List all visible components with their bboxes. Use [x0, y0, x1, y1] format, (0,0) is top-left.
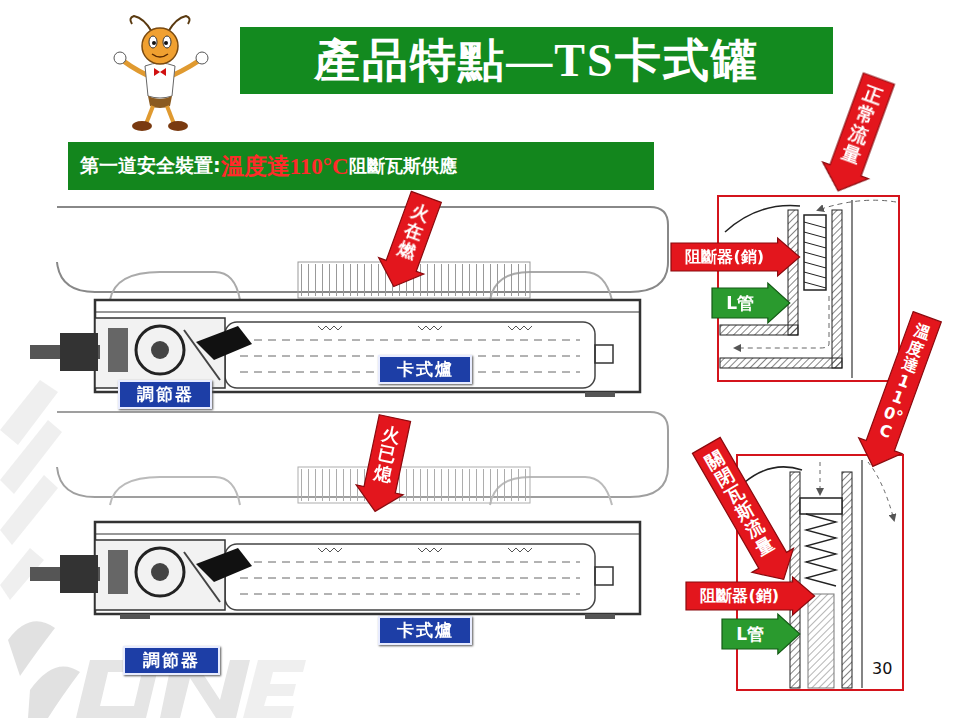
arrow-label: 阻斷器(銷): [685, 247, 764, 266]
red-pointer-arrow: 阻斷器(銷): [671, 238, 800, 276]
ant-mascot: [114, 16, 208, 131]
subtitle-text: 第一道安全裝置:: [80, 153, 221, 179]
arrow-outline: [851, 309, 949, 474]
arrow-outline: [686, 577, 815, 615]
arrow-outline: [371, 189, 449, 295]
arrow-label: 阻斷器(銷): [700, 586, 779, 605]
title-text: 產品特點—TS卡式罐: [314, 30, 758, 92]
stove-fire-off: [30, 412, 668, 619]
arrow-outline: [671, 238, 800, 276]
blue-label-box: 調節器: [118, 380, 212, 409]
arrow-outline: [712, 283, 790, 323]
green-pointer-arrow: L管: [712, 283, 790, 323]
arrow-text-wrap: L管: [736, 623, 764, 646]
box-label: 調節器: [143, 649, 200, 672]
arrow-outline: [352, 413, 419, 516]
arrow-text-wrap: L管: [726, 292, 754, 315]
red-pointer-arrow: 阻斷器(銷): [686, 577, 815, 615]
blue-label-box: 卡式爐: [378, 355, 472, 384]
arrow-text-wrap: 阻斷器(銷): [700, 586, 779, 607]
green-pointer-arrow: L管: [722, 614, 800, 654]
box-label: 卡式爐: [397, 358, 454, 381]
page-number: 30: [872, 659, 892, 678]
subtitle-text: 溫度達110°C: [221, 151, 349, 182]
subtitle-text: 阻斷瓦斯供應: [349, 154, 457, 178]
blue-label-box: 調節器: [123, 646, 220, 675]
box-label: 調節器: [137, 383, 194, 406]
subtitle-band: 第一道安全裝置:溫度達110°C阻斷瓦斯供應: [68, 142, 654, 190]
arrow-outline: [815, 70, 902, 199]
title-band: 產品特點—TS卡式罐: [240, 27, 833, 94]
arrow-outline: [722, 614, 800, 654]
box-label: 卡式爐: [397, 619, 454, 642]
blue-label-box: 卡式爐: [378, 616, 472, 645]
stove-fire-on: [30, 207, 668, 397]
arrow-label: L管: [736, 624, 764, 644]
arrow-text-wrap: 阻斷器(銷): [685, 247, 764, 268]
arrow-outline: [686, 433, 805, 591]
arrow-label: L管: [726, 293, 754, 313]
